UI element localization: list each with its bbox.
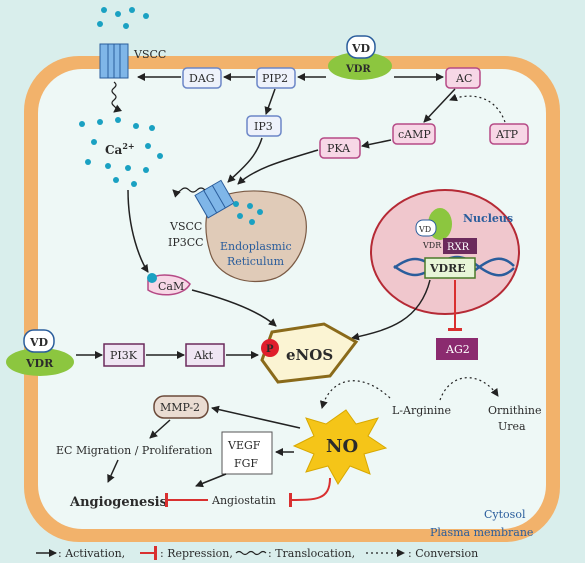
er-ca-dots xyxy=(233,201,263,225)
er-label-line1: Endoplasmic xyxy=(220,240,292,253)
ip3-box xyxy=(246,115,282,137)
camp-box xyxy=(392,123,436,145)
vdre-box xyxy=(424,257,476,279)
akt-label: Akt xyxy=(193,349,214,362)
legend-translocation: : Translocation, xyxy=(268,547,355,560)
mmp2-box xyxy=(153,395,209,419)
ip3-label: IP3 xyxy=(254,120,273,133)
extracellular-ca-dots xyxy=(97,7,149,29)
er-label-line2: Reticulum xyxy=(227,255,285,268)
vegf-fgf-box xyxy=(221,431,273,475)
legend-repression: : Repression, xyxy=(160,547,233,560)
ip3cc-label: IP3CC xyxy=(168,236,204,249)
vscc-top-label: VSCC xyxy=(133,48,166,61)
vd-nuclear xyxy=(415,219,437,237)
ec-migration-label: EC Migration / Proliferation xyxy=(56,444,212,457)
vd-ligand-left xyxy=(23,329,55,353)
vscc-channel-top xyxy=(99,43,129,79)
l-arginine-label: L-Arginine xyxy=(392,404,451,417)
legend-activation: : Activation, xyxy=(58,547,125,560)
no-label: NO xyxy=(326,436,358,457)
pip2-label: PIP2 xyxy=(262,72,288,85)
vd-label-left: VD xyxy=(29,336,49,349)
mmp2-label: MMP-2 xyxy=(160,401,200,414)
dag-box xyxy=(182,67,222,89)
vdr-label-left: VDR xyxy=(25,357,54,370)
vdr-receptor-left xyxy=(6,348,74,376)
ornithine-label: Ornithine xyxy=(488,404,542,417)
plasma-membrane-label: Plasma membrane xyxy=(430,526,533,539)
nucleus-label: Nucleus xyxy=(463,212,513,225)
pka-label: PKA xyxy=(327,142,351,155)
vdr-label-top: VDR xyxy=(345,64,371,75)
fgf-label: FGF xyxy=(234,457,258,470)
pi3k-label: PI3K xyxy=(110,349,138,362)
dag-label: DAG xyxy=(189,72,215,85)
rxr-box xyxy=(443,238,477,254)
atp-box xyxy=(489,123,529,145)
ac-box xyxy=(445,67,481,89)
akt-box xyxy=(185,343,225,367)
ag2-label: AG2 xyxy=(445,343,470,356)
angiogenesis-label: Angiogenesis xyxy=(69,495,167,510)
no-star xyxy=(292,409,388,485)
vd-label-top: VD xyxy=(351,42,371,55)
phospho-label: P xyxy=(266,344,274,355)
pip2-box xyxy=(256,67,296,89)
vdre-label: VDRE xyxy=(429,262,466,275)
ac-label: AC xyxy=(455,72,472,85)
angiostatin-label: Angiostatin xyxy=(211,494,276,507)
atp-label: ATP xyxy=(495,128,519,141)
rxr-label: RXR xyxy=(447,242,470,253)
vegf-label: VEGF xyxy=(227,439,261,452)
enos-shape xyxy=(260,322,359,384)
pka-box xyxy=(319,137,361,159)
vscc-er-label: VSCC xyxy=(169,220,202,233)
cytosol-label: Cytosol xyxy=(484,508,526,521)
camp-label: cAMP xyxy=(398,128,431,141)
urea-label: Urea xyxy=(498,420,526,433)
legend-conversion: : Conversion xyxy=(408,547,478,560)
vd-ligand-top xyxy=(346,35,376,59)
cam-shape xyxy=(147,274,191,296)
pi3k-box xyxy=(103,343,145,367)
ca-label: Ca2+ xyxy=(105,141,135,157)
vd-nuclear-label: VD xyxy=(418,225,431,234)
cytosolic-ca-dots xyxy=(79,117,163,187)
vdr-nuclear-label: VDR xyxy=(422,241,442,250)
ag2-box xyxy=(436,338,478,360)
enos-label: eNOS xyxy=(286,346,333,364)
endoplasmic-reticulum xyxy=(205,190,307,283)
legend: : Activation, : Repression, : Translocat… xyxy=(36,546,478,560)
translocation-wave-top xyxy=(111,81,122,113)
phospho-badge xyxy=(261,339,279,357)
cam-label: CaM xyxy=(158,280,184,293)
vdr-receptor-top xyxy=(328,52,392,80)
